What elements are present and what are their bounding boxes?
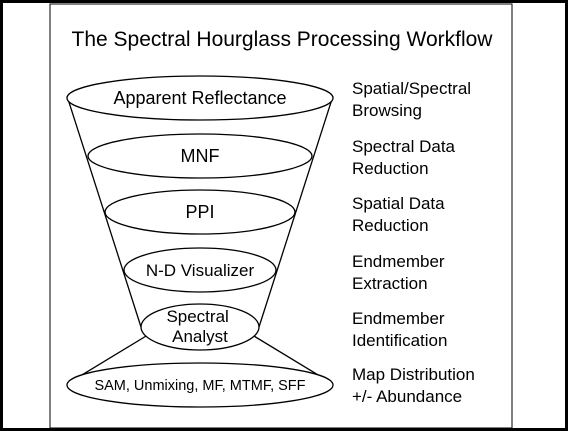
step-label-spectral-reduction: Spectral Data Reduction [352, 137, 460, 178]
step-label-map-distribution: Map Distribution +/- Abundance [352, 365, 480, 406]
step-label-endmember-extraction: Endmember Extraction [352, 252, 449, 293]
stage-label-spectral-analyst: Spectral Analyst [166, 307, 233, 346]
step-label-browsing: Spatial/Spectral Browsing [352, 79, 476, 120]
stage-label-apparent-reflectance: Apparent Reflectance [113, 88, 286, 108]
stage-ellipse-spectral-analyst [140, 303, 260, 351]
step-label-endmember-identification: Endmember Identification [352, 309, 449, 350]
stage-label-mnf: MNF [181, 146, 220, 166]
stage-ellipse-nd-visualizer [123, 247, 277, 293]
diagram-title: The Spectral Hourglass Processing Workfl… [72, 28, 494, 51]
stage-ellipse-mnf [87, 133, 313, 179]
step-label-spatial-reduction: Spatial Data Reduction [352, 194, 449, 235]
stage-ellipse-ppi [104, 189, 296, 235]
funnel-left-edge [66, 95, 142, 328]
stage-ellipse-mapping-methods [66, 362, 334, 408]
stage-label-ppi: PPI [185, 202, 214, 222]
stage-label-nd-visualizer: N-D Visualizer [146, 261, 255, 280]
funnel-right-edge [258, 95, 334, 328]
stage-ellipse-apparent-reflectance [66, 75, 334, 121]
stage-label-mapping-methods: SAM, Unmixing, MF, MTMF, SFF [94, 378, 305, 394]
